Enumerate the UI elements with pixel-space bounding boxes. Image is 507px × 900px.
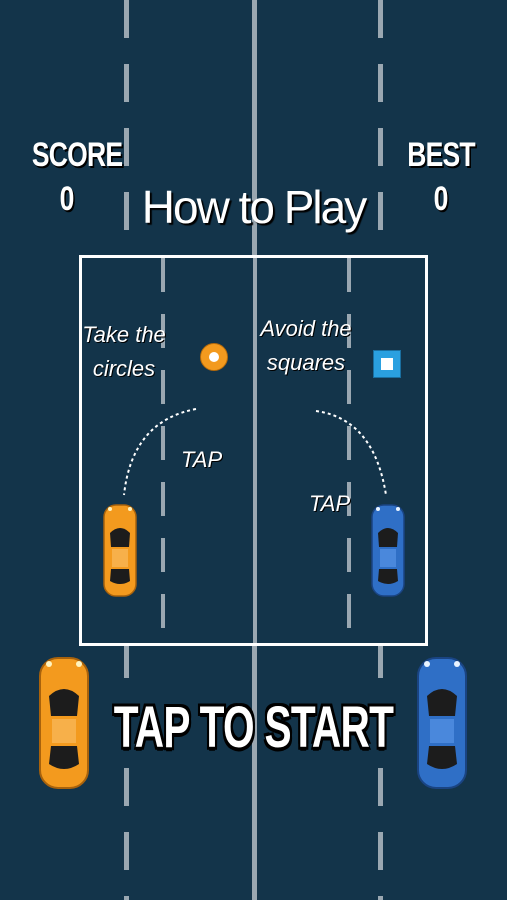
panel-lane-left (161, 258, 165, 643)
avoid-squares-text: Avoid the squares (253, 312, 359, 380)
square-item-icon (373, 350, 401, 378)
take-circles-line2: circles (92, 356, 156, 381)
panel-lane-right (347, 258, 351, 643)
blue-car-small (371, 504, 405, 597)
score-label: SCORE (31, 136, 123, 174)
avoid-squares-line2: squares (266, 350, 346, 375)
tutorial-panel: Take the circles Avoid the squares TAP T… (79, 255, 428, 646)
panel-center-line (253, 258, 257, 643)
best-value: 0 (433, 180, 449, 218)
tap-to-start-button[interactable]: TAP TO START (113, 695, 394, 760)
take-circles-line1: Take the (82, 322, 166, 347)
score-value: 0 (59, 180, 75, 218)
avoid-squares-line1: Avoid the (260, 316, 352, 341)
orange-car-small (103, 504, 137, 597)
best-label: BEST (407, 136, 475, 174)
tap-path-right (315, 410, 387, 496)
circle-item-icon (200, 343, 228, 371)
tap-path-left (123, 408, 197, 496)
blue-car-player (417, 657, 467, 789)
orange-car-player (39, 657, 89, 789)
tap-label-left: TAP (181, 447, 223, 472)
how-to-play-title: How to Play (141, 181, 367, 233)
tap-label-right: TAP (309, 491, 351, 516)
take-circles-text: Take the circles (82, 318, 166, 386)
